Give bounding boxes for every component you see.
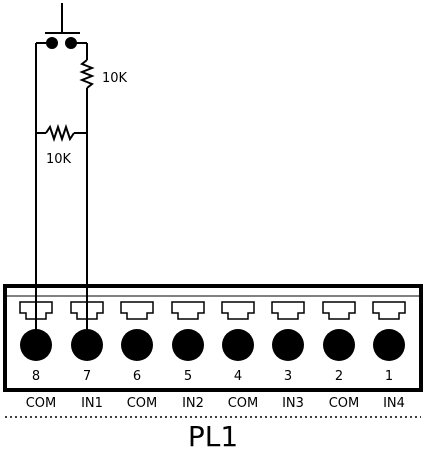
terminal-screw [172,329,204,361]
pin-number: 6 [133,369,141,384]
signal-label-row: COM IN1 COM IN2 COM IN3 COM IN4 [26,396,405,411]
terminal-clamp [271,301,305,320]
signal-label: IN3 [282,396,304,411]
terminal [171,301,205,361]
terminal-screw [71,329,103,361]
pin-number: 8 [32,369,40,384]
resistor-horizontal-label: 10K [46,152,72,167]
terminal [221,301,255,361]
resistor-vertical [79,59,95,89]
push-button-switch [36,3,87,49]
terminal-clamp [322,301,356,320]
pin-number: 3 [284,369,292,384]
connector-outer-frame [3,284,423,392]
resistor-horizontal [45,123,75,143]
connector-body [3,284,423,392]
terminal-screw [20,329,52,361]
signal-label: COM [26,396,57,411]
terminal [322,301,356,361]
resistor-horizontal-group [36,123,87,143]
signal-label: IN2 [182,396,204,411]
terminal-screw [121,329,153,361]
pin-number-row: 8 7 6 5 4 3 2 1 [32,369,393,384]
resistor-vertical-label: 10K [102,71,128,86]
connector-label: PL1 [188,420,238,451]
pin-number: 7 [83,369,91,384]
terminal-screw [323,329,355,361]
terminal-clamp [221,301,255,320]
terminal [120,301,154,361]
signal-label: COM [127,396,158,411]
wire-overlay [35,290,88,335]
terminal [372,301,406,361]
terminal [271,301,305,361]
signal-label: COM [329,396,360,411]
terminal-clamp [120,301,154,320]
terminal-screw [272,329,304,361]
terminal-clamp [372,301,406,320]
pin-number: 4 [234,369,242,384]
pin-number: 1 [385,369,393,384]
switch-contact-right [65,37,77,49]
signal-label: COM [228,396,259,411]
terminal-screw [222,329,254,361]
terminal-row [19,290,406,361]
pin-number: 5 [184,369,192,384]
terminal-screw [373,329,405,361]
signal-label: IN4 [383,396,405,411]
switch-contact-left [46,37,58,49]
signal-label: IN1 [81,396,103,411]
terminal-clamp [171,301,205,320]
pin-number: 2 [335,369,343,384]
